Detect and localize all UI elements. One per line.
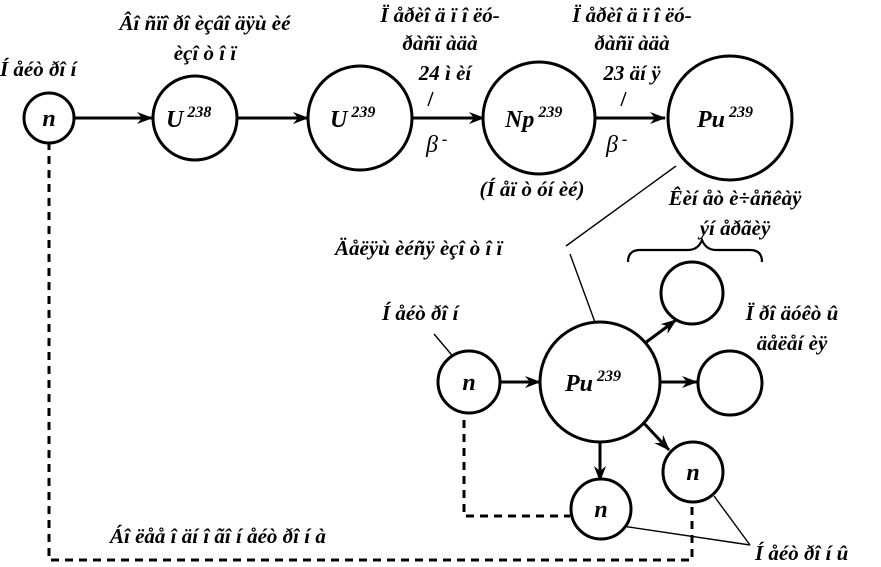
label-neutrons-bottom: Í åéò ðî í û [754,541,848,565]
label-halflife1-line2: ðàñï àäà [402,31,477,55]
nuclei [22,54,794,541]
label-halflife2-line2: ðàñï àäà [594,31,669,55]
label-fissile-isotope: Äåëÿù èéñÿ èçî ò î ï [333,236,504,260]
label-neutron-top: Í åéò ðî í [0,57,79,81]
slash-tick-1 [427,91,434,107]
pu239-fission-symbol: Pu [564,371,593,397]
pu239-top-circle [666,54,794,182]
leader-pu-top [565,165,677,247]
label-products-line2: äåëåí èÿ [757,331,828,355]
neutron-start-symbol: n [42,106,55,132]
leader-pu-fission [569,253,597,326]
u238-circle [151,74,239,162]
pu239-top-symbol: Pu [696,107,725,133]
leader-neutrons-b [713,495,751,546]
beta-1-charge: - [442,131,447,148]
beta-decay-2: β- [605,131,627,158]
leader-neutrons-a [621,525,751,546]
np239-circle [481,60,597,176]
label-halflife1-line1: Ï åðèî ä ï î ëó- [379,3,500,27]
u239-mass: 239 [350,104,375,121]
label-halflife1-value: 24 ì èí [418,61,474,85]
fragments-brace [626,237,764,263]
neutron-out-bottom-circle [569,477,633,541]
slash-tick-2 [620,91,627,107]
label-capture-line1: Âî ñïî ðî èçâî äÿù èé [118,11,292,35]
pu239-top-mass: 239 [728,104,753,121]
label-halflife2-line1: Ï åðèî ä ï î ëó- [571,3,692,27]
fragment-top-circle [659,260,725,326]
neutron-out-bottom-symbol: n [594,497,607,523]
u239-circle [306,64,414,172]
label-halflife2-value: 23 äí ÿ [602,61,661,85]
fission-arrows [500,318,698,482]
beta-2-charge: - [622,131,627,148]
label-fragments-line1: Êèí åò è÷åñêàÿ [668,186,803,210]
label-breeding: Áî ëåå î äí î ãî í åéò ðî í à [108,524,326,548]
leader-lines [427,91,751,546]
np239-symbol: Np [504,107,534,133]
label-products-line1: Ï ðî äóêò û [745,301,839,325]
label-capture-line2: èçî ò î ï [174,41,238,65]
fragment-mid-circle [696,349,764,417]
beta-1-symbol: β [425,132,438,158]
arrow-to-neutron-right [639,418,671,452]
np239-mass: 239 [537,104,562,121]
neutron-in-symbol: n [462,370,475,396]
neutron-out-right-symbol: n [686,460,699,486]
label-fragments-line2: ýí åðãèÿ [697,216,771,240]
annotations: Í åéò ðî í Âî ñïî ðî èçâî äÿù èé èçî ò î… [0,3,848,565]
neutron-out-right-circle [661,440,725,504]
beta-symbols: β- β- [425,131,627,158]
beta-decay-1: β- [425,131,447,158]
neutron-in-circle [436,349,502,415]
u239-symbol: U [330,107,349,133]
beta-2-symbol: β [605,132,618,158]
u238-symbol: U [166,107,185,133]
pu239-fission-circle [538,320,662,444]
pu239-fission-mass: 239 [596,368,621,385]
label-neptunium: (Í åï ò óí èé) [480,177,585,201]
arrow-to-fragment-top [640,318,677,348]
neutron-start-circle [22,91,76,145]
label-neutron-incident: Í åéò ðî í [381,301,461,325]
u238-mass: 238 [186,104,211,121]
